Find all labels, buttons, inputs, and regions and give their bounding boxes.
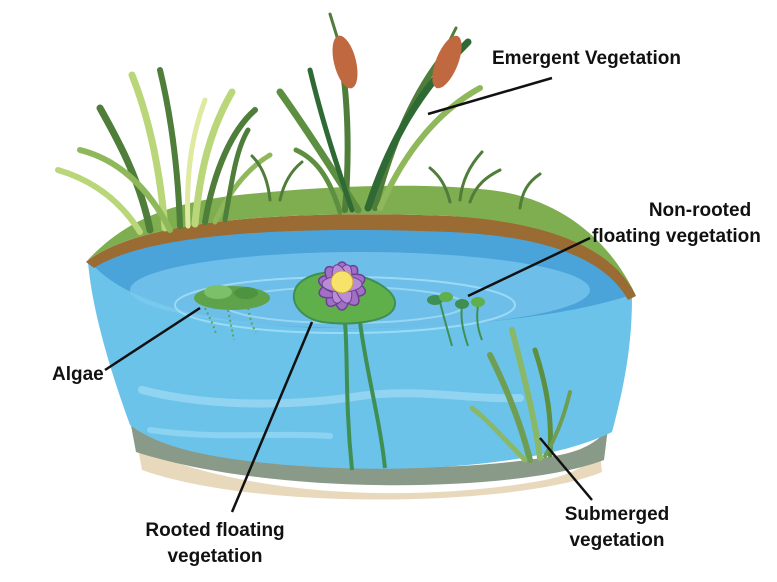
duckweed — [427, 292, 485, 347]
leader-lines — [104, 76, 593, 513]
reeds-left — [55, 67, 273, 235]
algae — [194, 285, 270, 341]
water-highlight — [147, 427, 333, 439]
pond-sand-base — [138, 448, 602, 500]
label-submerged-line2: vegetation — [569, 530, 664, 551]
leader-submerged — [539, 437, 593, 501]
cattail-head — [332, 35, 358, 89]
submerged-plants — [469, 327, 572, 463]
grass-tufts — [250, 150, 542, 210]
pond — [86, 185, 636, 500]
label-nonrooted-line1: Non-rooted — [649, 200, 751, 221]
bank-rim — [86, 214, 636, 300]
label-emergent-vegetation: Emergent Vegetation — [492, 48, 681, 69]
leader-algae — [104, 306, 201, 372]
leader-rooted — [230, 321, 314, 513]
cattail-head — [432, 35, 462, 89]
water-highlight — [138, 386, 524, 408]
label-submerged-line1: Submerged — [565, 504, 670, 525]
leader-emergent — [427, 76, 553, 116]
cattails — [276, 12, 483, 215]
label-nonrooted-line2: floating vegetation — [592, 226, 761, 247]
water-lily — [292, 261, 397, 471]
lily-flower — [317, 261, 367, 311]
leader-nonrooted — [467, 236, 591, 298]
label-rooted-line1: Rooted floating — [145, 520, 284, 541]
label-rooted-line2: vegetation — [167, 546, 262, 567]
bank-grass — [86, 185, 636, 296]
label-algae: Algae — [52, 364, 104, 385]
